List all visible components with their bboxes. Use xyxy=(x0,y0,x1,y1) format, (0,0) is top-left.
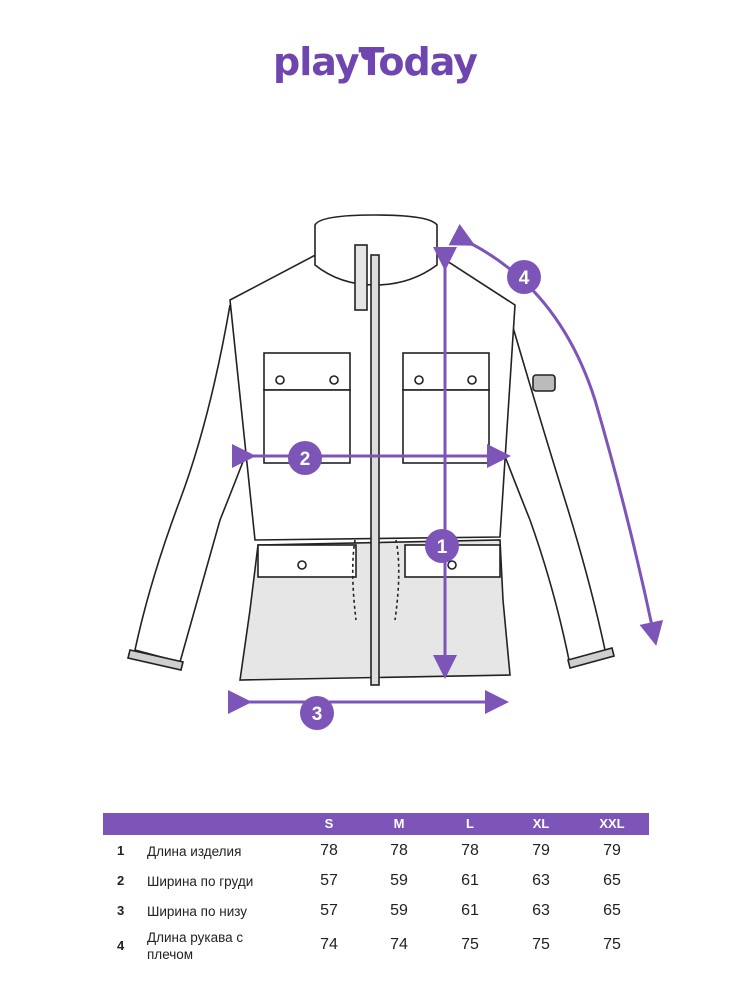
svg-text:3: 3 xyxy=(312,704,323,725)
snap xyxy=(297,560,307,570)
table-cell: 59 xyxy=(390,902,408,919)
row-number: 3 xyxy=(117,903,125,918)
row-label: Ширина по низу xyxy=(147,904,248,919)
measure-marker-4: 4 xyxy=(507,260,541,294)
zipper-pull xyxy=(354,244,368,311)
right-drawstring xyxy=(394,539,400,621)
left-lower-pocket-flap xyxy=(257,544,357,578)
left-cuff xyxy=(127,649,184,671)
row-number: 2 xyxy=(117,873,125,888)
table-cell: 75 xyxy=(461,936,479,953)
svg-text:2: 2 xyxy=(300,449,311,470)
table-cell: 65 xyxy=(603,872,621,889)
table-cell: 61 xyxy=(461,872,479,889)
brand-logo-text: playToday xyxy=(273,40,478,84)
row-label: Ширина по груди xyxy=(147,874,254,889)
right-cuff xyxy=(567,647,615,669)
snap xyxy=(447,560,457,570)
table-cell: 75 xyxy=(603,936,621,953)
left-chest-pocket-flap xyxy=(263,352,351,391)
table-cell: 59 xyxy=(390,872,408,889)
size-chart-table: S M L XL XXL 1 Длина изделия 78 78 78 79… xyxy=(103,813,649,965)
table-cell: 65 xyxy=(603,902,621,919)
snap xyxy=(467,375,477,385)
jacket-technical-drawing: 1 2 3 4 xyxy=(127,214,664,730)
left-sleeve xyxy=(134,304,256,663)
measure-marker-2: 2 xyxy=(288,441,322,475)
table-cell: 74 xyxy=(320,936,338,953)
row-number: 4 xyxy=(117,938,125,953)
table-cell: 78 xyxy=(320,842,338,859)
table-cell: 79 xyxy=(532,842,550,859)
size-header: L xyxy=(466,816,474,831)
brand-logo: playToday xyxy=(0,40,750,84)
table-cell: 78 xyxy=(390,842,408,859)
table-cell: 61 xyxy=(461,902,479,919)
snap xyxy=(275,375,285,385)
snap xyxy=(329,375,339,385)
size-header: XL xyxy=(532,816,550,831)
size-header-row: S M L XL XXL xyxy=(103,813,649,835)
left-drawstring xyxy=(351,539,357,621)
svg-text:1: 1 xyxy=(437,537,448,558)
measure-marker-1: 1 xyxy=(425,529,459,563)
size-header: M xyxy=(393,816,405,831)
snap xyxy=(414,375,424,385)
table-cell: 78 xyxy=(461,842,479,859)
table-row: 1 Длина изделия 78 78 78 79 79 xyxy=(103,835,649,865)
table-cell: 57 xyxy=(320,872,338,889)
table-cell: 75 xyxy=(532,936,550,953)
table-row: 2 Ширина по груди 57 59 61 63 65 xyxy=(103,865,649,895)
table-row: 4 Длина рукава с плечом 74 74 75 75 75 xyxy=(103,925,649,965)
size-header: S xyxy=(324,816,334,831)
size-header: XXL xyxy=(599,816,625,831)
table-cell: 63 xyxy=(532,872,550,889)
row-number: 1 xyxy=(117,843,125,858)
svg-text:4: 4 xyxy=(519,268,530,289)
row-label: Длина изделия xyxy=(147,844,242,859)
table-row: 3 Ширина по низу 57 59 61 63 65 xyxy=(103,895,649,925)
zipper xyxy=(370,254,380,686)
table-cell: 63 xyxy=(532,902,550,919)
table-cell: 74 xyxy=(390,936,408,953)
table-cell: 79 xyxy=(603,842,621,859)
row-label: Длина рукава с плечом xyxy=(147,930,244,962)
logo-dot xyxy=(361,48,373,60)
measure-marker-3: 3 xyxy=(300,696,334,730)
sleeve-tab xyxy=(532,374,556,392)
table-cell: 57 xyxy=(320,902,338,919)
